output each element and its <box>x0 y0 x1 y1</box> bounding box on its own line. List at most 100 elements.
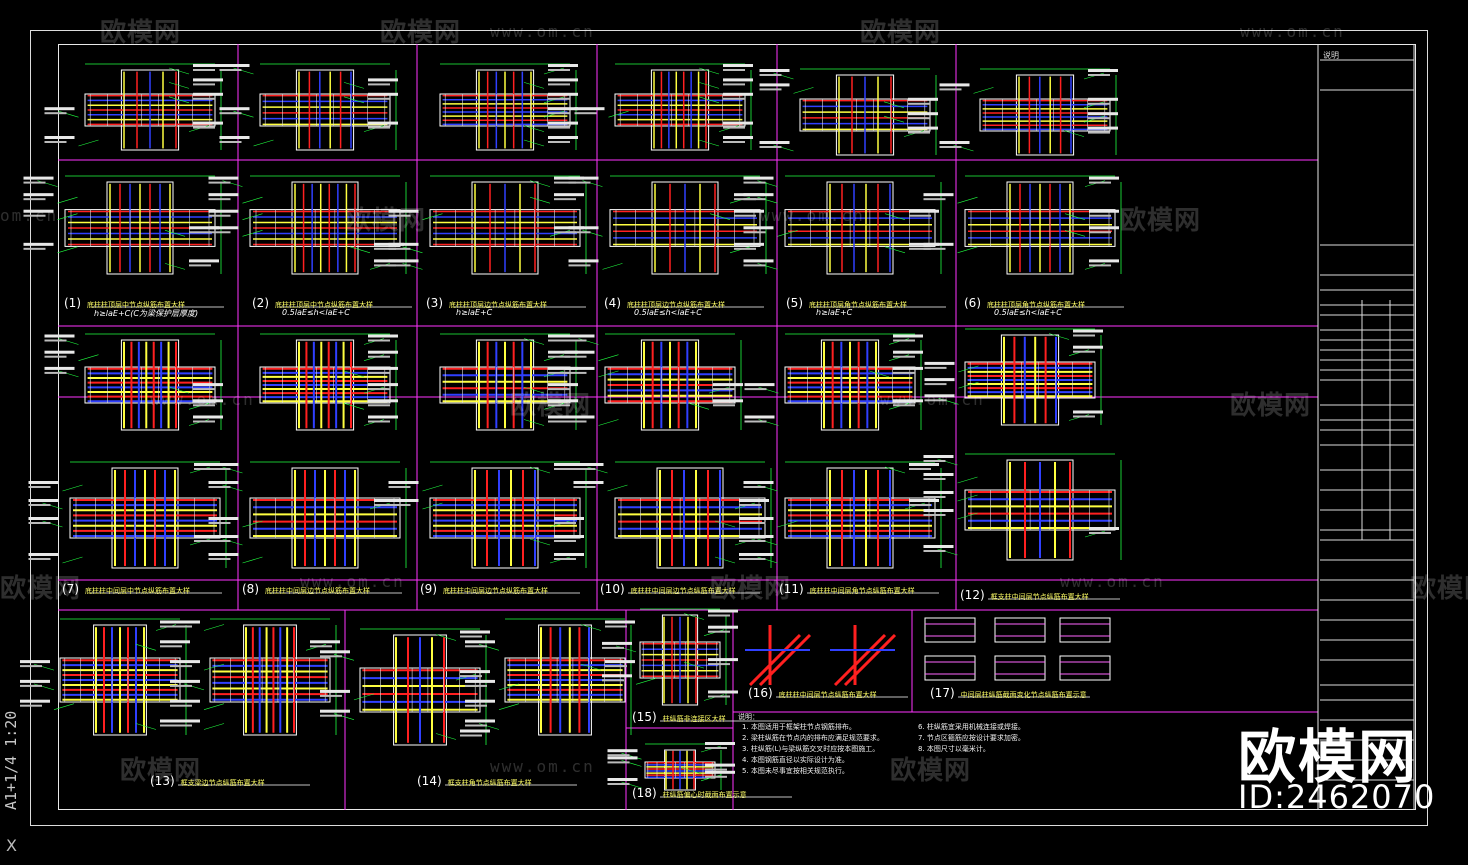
leader-line <box>957 512 978 520</box>
annotation-text <box>548 69 570 71</box>
annotation-text <box>605 665 627 668</box>
detail-number: (3) <box>426 296 443 310</box>
annotation-text <box>193 388 215 391</box>
annotation-text <box>908 131 930 134</box>
detail-caption-14[interactable]: (14)框支柱角节点纵筋布置大样 <box>417 774 532 788</box>
annotation-text <box>1089 214 1111 217</box>
detail-caption-1[interactable]: (1)底柱柱顶层中节点纵筋布置大样 <box>64 296 185 310</box>
annotation-text <box>705 747 727 749</box>
annotation-text <box>923 473 954 476</box>
annotation-text <box>1073 329 1103 333</box>
annotation-text <box>548 107 578 111</box>
annotation-text <box>759 146 782 148</box>
annotation-text <box>924 366 947 369</box>
leader-line <box>168 96 190 104</box>
detail-caption-11[interactable]: (11)底柱柱中间层角节点纵筋布置大样 <box>779 582 915 596</box>
annotation-text <box>723 64 753 67</box>
detail-caption-9[interactable]: (9)底柱柱中间层边节点纵筋布置大样 <box>420 582 548 596</box>
annotation-text <box>465 640 495 644</box>
annotation-text <box>1089 532 1111 534</box>
watermark-brand: 欧模网 <box>120 756 202 786</box>
detail-caption-7[interactable]: (7)底柱柱中间层中节点纵筋布置大样 <box>62 582 190 596</box>
annotation-text <box>208 181 231 184</box>
annotation-text <box>909 468 931 470</box>
detail-caption-3[interactable]: (3)底柱柱顶层边节点纵筋布置大样 <box>426 296 547 310</box>
detail-title: 底柱柱顶层中节点纵筋布置大样 <box>275 301 373 309</box>
annotation-text <box>923 550 946 552</box>
annotation-text <box>44 366 75 370</box>
detail-caption-12[interactable]: (12)框支柱中间层节点纵筋布置大样 <box>960 588 1089 602</box>
leader-line <box>714 520 736 528</box>
annotation-text <box>44 141 67 143</box>
annotation-text <box>568 259 599 263</box>
detail-title: 中间层柱纵筋截面变化节点纵筋布置示意 <box>960 691 1087 699</box>
leader-line <box>529 466 551 474</box>
detail-number: (15) <box>632 710 657 724</box>
annotation-text <box>548 112 570 115</box>
detail-caption-18[interactable]: (18)柱纵筋偏心时截面布置示意 <box>632 786 747 800</box>
watermark-brand: 欧模网 <box>860 18 942 48</box>
annotation-text <box>723 92 753 96</box>
annotation-text <box>908 117 930 120</box>
annotation-text <box>723 78 753 82</box>
leader-line <box>884 246 906 254</box>
annotation-text <box>723 141 745 143</box>
annotation-text <box>548 404 570 407</box>
annotation-text <box>909 247 931 250</box>
annotation-text <box>924 383 947 386</box>
leader-line <box>62 484 83 492</box>
annotation-text <box>548 420 570 423</box>
annotation-text <box>388 259 419 263</box>
annotation-text <box>602 679 624 682</box>
detail-caption-17[interactable]: (17)中间层柱纵筋截面变化节点纵筋布置示意 <box>930 686 1087 700</box>
watermark-brand: 欧模网 <box>1120 206 1202 236</box>
detail-caption-13[interactable]: (13)框支梁边节点纵筋布置大样 <box>150 774 265 788</box>
annotation-text <box>219 107 250 111</box>
annotation-text <box>44 136 75 139</box>
detail-caption-2[interactable]: (2)底柱柱顶层中节点纵筋布置大样 <box>252 296 373 310</box>
detail-caption-5[interactable]: (5)底柱柱顶层角节点纵筋布置大样 <box>786 296 907 310</box>
detail-caption-4[interactable]: (4)底柱柱顶层边节点纵筋布置大样 <box>604 296 725 310</box>
annotation-text <box>573 468 596 470</box>
annotation-text <box>602 646 624 649</box>
brand-logo: 欧模网 <box>1238 723 1419 791</box>
annotation-text <box>564 420 587 423</box>
detail-caption-10[interactable]: (10)底柱柱中间层边节点纵筋布置大样 <box>600 582 736 596</box>
annotation-text <box>320 655 342 658</box>
annotation-text <box>465 645 487 648</box>
annotation-text <box>548 121 578 125</box>
annotation-text <box>23 209 54 213</box>
annotation-text <box>734 242 764 246</box>
column-outline <box>656 467 724 569</box>
detail-caption-16[interactable]: (16)底柱柱中间层节点纵筋布置大样 <box>748 686 877 700</box>
detail-caption-15[interactable]: (15)柱纵筋非连接区大样 <box>632 710 726 724</box>
column-outline <box>826 467 894 569</box>
annotation-text <box>743 522 766 524</box>
annotation-text <box>388 264 411 267</box>
leader-line <box>78 139 99 147</box>
note-item: 4. 本图钢筋直径以实际设计为准。 <box>742 756 849 764</box>
detail-caption-8[interactable]: (8)底柱柱中间层边节点纵筋布置大样 <box>242 582 370 596</box>
leader-line <box>242 556 263 564</box>
annotation-text <box>1088 97 1118 101</box>
annotation-text <box>924 378 955 382</box>
leader-line <box>203 624 225 631</box>
annotation-text <box>705 763 735 767</box>
watermark-site: www.om.cn <box>760 206 865 225</box>
detail-caption-6[interactable]: (6)底柱柱顶层角节点纵筋布置大样 <box>964 296 1085 310</box>
annotation-text <box>20 704 42 707</box>
annotation-text <box>460 729 490 733</box>
detail-title: 底柱柱中间层中节点纵筋布置大样 <box>85 587 190 595</box>
annotation-text <box>723 136 753 139</box>
leader-line <box>164 263 186 270</box>
annotation-text <box>1073 350 1095 353</box>
column-outline <box>651 181 719 275</box>
annotation-text <box>388 504 411 506</box>
annotation-text <box>548 78 578 82</box>
annotation-text <box>739 504 761 506</box>
drawing-frame <box>58 44 1416 810</box>
annotation-text <box>1089 181 1111 184</box>
annotation-text <box>743 558 766 560</box>
column-outline <box>1006 181 1074 275</box>
